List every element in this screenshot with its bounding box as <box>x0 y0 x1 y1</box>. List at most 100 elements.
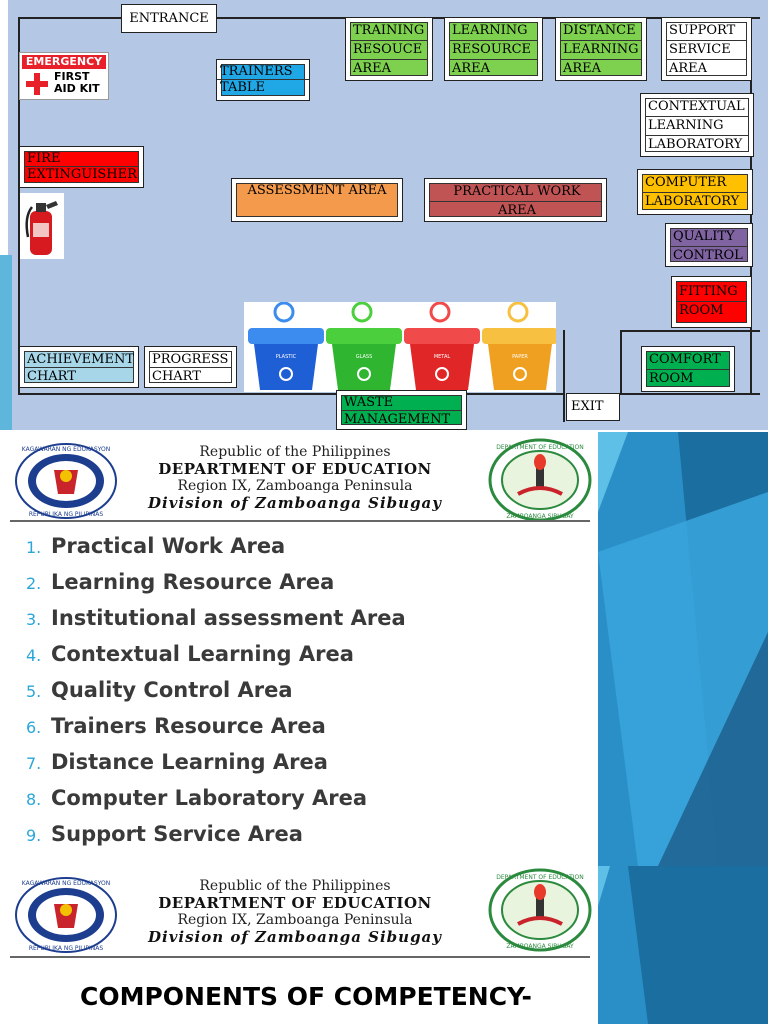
contextual-lab-fill <box>645 98 749 152</box>
quality-control-line1: QUALITY <box>670 228 748 247</box>
list-item: 9.Support Service Area <box>26 822 406 858</box>
header-line2: DEPARTMENT OF EDUCATION <box>158 460 432 478</box>
header2-line2: DEPARTMENT OF EDUCATION <box>158 894 432 912</box>
list-item: 5. Quality Control Area <box>26 678 406 714</box>
list-item: 4.Contextual Learning Area <box>26 642 406 678</box>
recycle-symbol-icon <box>429 301 451 323</box>
deped-seal-left-2: KAGAWARAN NG EDUKASYON REPUBLIKA NG PILI… <box>14 876 118 954</box>
computer-laboratory: COMPUTER LABORATORY <box>637 169 753 215</box>
support-service-line3: AREA <box>669 61 708 76</box>
svg-text:DEPARTMENT OF EDUCATION: DEPARTMENT OF EDUCATION <box>496 874 584 881</box>
header2-line1: Republic of the Philippines <box>199 878 391 894</box>
entrance-label: ENTRANCE <box>121 4 217 33</box>
contextual-lab-line1: CONTEXTUAL <box>645 98 749 117</box>
components-slide: KAGAWARAN NG EDUKASYON REPUBLIKA NG PILI… <box>0 866 768 1024</box>
list-item-number: 5. <box>26 682 42 701</box>
svg-text:ZAMBOANGA SIBUGAY: ZAMBOANGA SIBUGAY <box>506 943 574 950</box>
header-divider <box>10 520 590 522</box>
computer-lab-line1: COMPUTER <box>642 174 748 193</box>
first-aid-kit-sign: EMERGENCY FIRST AID KIT <box>19 52 109 100</box>
first-aid-kit-line2: FIRST <box>54 70 90 83</box>
learning-resource-area: LEARNING RESOURCE AREA <box>444 17 543 81</box>
list-item-number: 2. <box>26 574 42 593</box>
progress-chart-line2: CHART <box>152 369 201 384</box>
floor-plan-slide: ENTRANCE EMERGENCY FIRST AID KIT TRAINER… <box>0 0 768 432</box>
wall-bottom-left <box>18 393 338 395</box>
achievement-chart-line2: CHART <box>27 369 76 384</box>
first-aid-kit-line3: AID KIT <box>54 82 100 95</box>
bin-label: GLASS <box>356 354 373 360</box>
fire-extinguisher-fill <box>24 151 139 183</box>
svg-text:DEPARTMENT OF EDUCATION: DEPARTMENT OF EDUCATION <box>496 444 584 451</box>
quality-control-line2: CONTROL <box>673 248 743 263</box>
learning-resource-line1: LEARNING <box>449 22 538 41</box>
recycle-bin-glass: GLASS <box>326 301 402 390</box>
division-seal-right: DEPARTMENT OF EDUCATION ZAMBOANGA SIBUGA… <box>488 438 592 522</box>
bin-label: PAPER <box>512 354 528 360</box>
list-item-text: Trainers Resource Area <box>51 714 326 738</box>
progress-chart: PROGRESS CHART <box>144 346 237 388</box>
waste-management-line1: WASTE <box>341 394 462 411</box>
list-item: 8.Computer Laboratory Area <box>26 786 406 822</box>
recycle-symbol-icon <box>351 301 373 323</box>
support-service-line2: SERVICE <box>666 41 747 60</box>
contextual-lab-line2: LEARNING <box>645 117 749 136</box>
recycle-symbol-icon <box>273 301 295 323</box>
svg-text:ZAMBOANGA SIBUGAY: ZAMBOANGA SIBUGAY <box>506 513 574 520</box>
quality-control-fill <box>670 228 748 262</box>
list-item: 6.Trainers Resource Area <box>26 714 406 750</box>
first-aid-kit-title: EMERGENCY <box>22 55 106 69</box>
comfort-room-line1: COMFORT <box>646 351 730 370</box>
quality-control-area: QUALITY CONTROL <box>665 223 753 267</box>
fire-extinguisher-label: FIRE EXTINGUISHER <box>19 146 144 188</box>
wall-bottom-right <box>620 393 760 395</box>
practical-work-line2: AREA <box>497 203 537 218</box>
practical-work-area: PRACTICAL WORK AREA <box>424 178 607 222</box>
header2-line4: Division of Zamboanga Sibugay <box>147 928 442 946</box>
learning-resource-fill <box>449 22 538 76</box>
distance-learning-fill <box>560 22 642 76</box>
list-item: 3.Institutional assessment Area <box>26 606 406 642</box>
practical-work-fill <box>429 183 602 217</box>
assessment-area: ASSESSMENT AREA <box>231 178 403 222</box>
learning-resource-line3: AREA <box>452 61 491 76</box>
trainers-table-line2: TABLE <box>220 80 266 95</box>
list-item-text: Quality Control Area <box>51 678 293 702</box>
deped-seal-left: KAGAWARAN NG EDUKASYON REPUBLIKA NG PILI… <box>14 442 118 520</box>
recycle-bin-plastic: PLASTIC <box>248 301 324 390</box>
list-item-text: Computer Laboratory Area <box>51 786 368 810</box>
distance-learning-area: DISTANCE LEARNING AREA <box>555 17 647 81</box>
deped-header-2: Republic of the Philippines DEPARTMENT O… <box>130 878 460 946</box>
header-line4: Division of Zamboanga Sibugay <box>147 494 442 512</box>
trainers-table-fill <box>221 64 305 96</box>
list-item-number: 1. <box>26 538 42 557</box>
areas-list-slide: KAGAWARAN NG EDUKASYON REPUBLIKA NG PILI… <box>0 432 768 866</box>
practical-work-line1: PRACTICAL WORK <box>429 183 602 202</box>
fitting-room: FITTING ROOM <box>671 276 752 328</box>
exit-label: EXIT <box>566 393 620 421</box>
achievement-chart: ACHIEVEMENT CHART <box>19 346 139 388</box>
support-service-fill <box>666 22 747 76</box>
list-item-text: Contextual Learning Area <box>51 642 354 666</box>
wall-comfort-top <box>620 330 760 332</box>
svg-text:KAGAWARAN NG EDUKASYON: KAGAWARAN NG EDUKASYON <box>22 880 111 887</box>
entrance-text: ENTRANCE <box>129 11 209 26</box>
svg-text:KAGAWARAN NG EDUKASYON: KAGAWARAN NG EDUKASYON <box>22 446 111 453</box>
progress-chart-line1: PROGRESS <box>149 351 232 368</box>
division-seal-right-2: DEPARTMENT OF EDUCATION ZAMBOANGA SIBUGA… <box>488 868 592 952</box>
list-item-text: Distance Learning Area <box>51 750 328 774</box>
header2-line3: Region IX, Zamboanga Peninsula <box>177 912 413 928</box>
training-resource-fill <box>350 22 428 76</box>
support-service-line1: SUPPORT <box>666 22 747 41</box>
training-resource-line3: AREA <box>353 61 392 76</box>
decor-strip <box>0 255 12 430</box>
wall-exit-post <box>563 330 565 422</box>
exit-text: EXIT <box>571 399 604 414</box>
achievement-chart-line1: ACHIEVEMENT <box>24 351 134 368</box>
distance-learning-line3: AREA <box>563 61 602 76</box>
wall-top-left <box>18 17 123 19</box>
header-line3: Region IX, Zamboanga Peninsula <box>177 478 413 494</box>
components-title: COMPONENTS OF COMPETENCY- <box>80 982 532 1011</box>
